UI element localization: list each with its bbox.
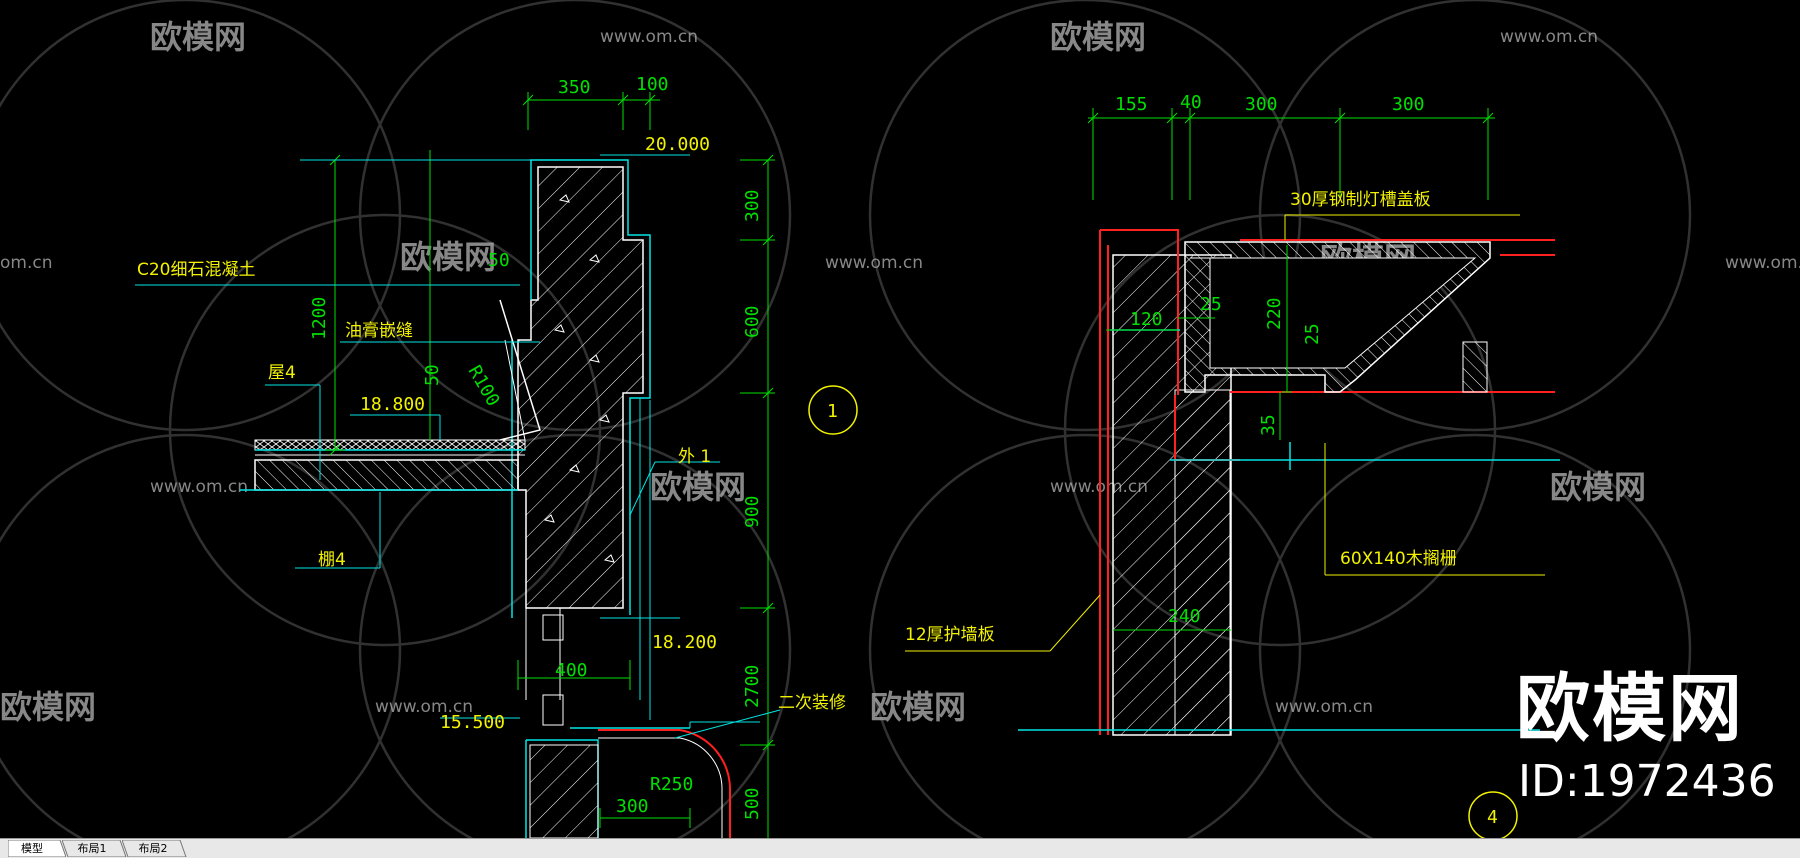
watermark-brand: 欧模网 [400,238,496,276]
dim-35: 35 [1258,414,1279,436]
dim-50-left: 50 [422,364,443,386]
elev-15500: 15.500 [440,712,505,733]
note-roof: 屋4 [268,363,296,383]
dim-25a: 25 [1200,294,1222,315]
note-ceiling: 棚4 [318,550,346,570]
tab-layout2[interactable]: 布局2 [122,840,187,857]
elev-18800: 18.800 [360,394,425,415]
dim-1200: 1200 [309,297,330,340]
watermark-url: www.om.cn [1275,697,1373,717]
cad-canvas: 欧模网 www.om.cn 欧模网 www.om.cn om.cn 欧模网 ww… [0,0,1800,838]
watermark-brand: 欧模网 [1550,468,1646,506]
watermark-brand: 欧模网 [870,688,966,726]
dim-400: 400 [555,660,588,681]
detail-number-4: 4 [1487,807,1498,828]
layout-tab-bar: 模型 布局1 布局2 [0,838,1800,858]
tab-model[interactable]: 模型 [8,840,66,857]
watermark-url: www.om.cn [600,27,698,47]
dim-350: 350 [558,77,591,98]
right-detail: 155 40 300 300 120 25 220 25 35 240 30厚钢… [905,92,1560,838]
dim-25b: 25 [1302,323,1323,345]
watermark-texts: 欧模网 www.om.cn 欧模网 www.om.cn om.cn 欧模网 ww… [0,18,1800,726]
dim-2700: 2700 [742,665,763,708]
dim-120: 120 [1130,309,1163,330]
dim-300a: 300 [1245,94,1278,115]
note-wood-grille: 60X140木搁栅 [1340,549,1457,569]
watermark-url: www.om.cn [1500,27,1598,47]
dim-300b: 300 [1392,94,1425,115]
dim-220: 220 [1264,297,1285,330]
watermark-brand: 欧模网 [150,18,246,56]
note-steel-cover: 30厚钢制灯槽盖板 [1290,190,1431,210]
watermark-url: www.om.cn [825,253,923,273]
detail-bubble-1 [808,385,858,435]
watermark-url: www.om.cn [1725,253,1800,273]
dim-240: 240 [1168,606,1201,627]
dim-50-top: 50 [488,250,510,271]
left-detail: 350 100 300 600 900 2700 500 1200 50 50 … [135,74,858,838]
watermark-url: om.cn [0,253,53,273]
watermark-brand: 欧模网 [0,688,96,726]
roof-slab [254,459,519,491]
tab-model-label: 模型 [21,842,43,855]
note-secondary: 二次装修 [778,693,846,713]
note-asphalt: 油膏嵌缝 [345,320,413,341]
resource-id: ID:1972436 [1518,756,1776,807]
brand-logo: 欧模网 [1516,666,1744,752]
dim-600: 600 [742,305,763,338]
note-concrete: C20细石混凝土 [137,260,256,280]
tab-layout1-label: 布局1 [77,842,107,855]
detail-bubble-4 [1468,791,1518,838]
note-exterior: 外 1 [678,447,711,467]
dim-100: 100 [636,74,669,95]
cad-drawing-area[interactable]: 欧模网 www.om.cn 欧模网 www.om.cn om.cn 欧模网 ww… [0,0,1800,838]
watermark-brand: 欧模网 [1050,18,1146,56]
wall-section [517,166,644,609]
tab-layout2-label: 布局2 [138,842,168,855]
dim-900: 900 [742,495,763,528]
detail-number-1: 1 [827,401,838,422]
tab-layout1[interactable]: 布局1 [62,840,127,857]
watermark-url: www.om.cn [150,477,248,497]
elev-18200: 18.200 [652,632,717,653]
dim-500: 500 [742,787,763,820]
note-wall-panel: 12厚护墙板 [905,625,995,645]
dim-155: 155 [1115,94,1148,115]
dim-40: 40 [1180,92,1202,113]
dim-300-bottom: 300 [616,796,649,817]
watermark-brand: 欧模网 [650,468,746,506]
watermark-url: www.om.cn [375,697,473,717]
dim-300: 300 [742,189,763,222]
elev-20000: 20.000 [645,134,710,155]
dim-r250: R250 [650,774,693,795]
